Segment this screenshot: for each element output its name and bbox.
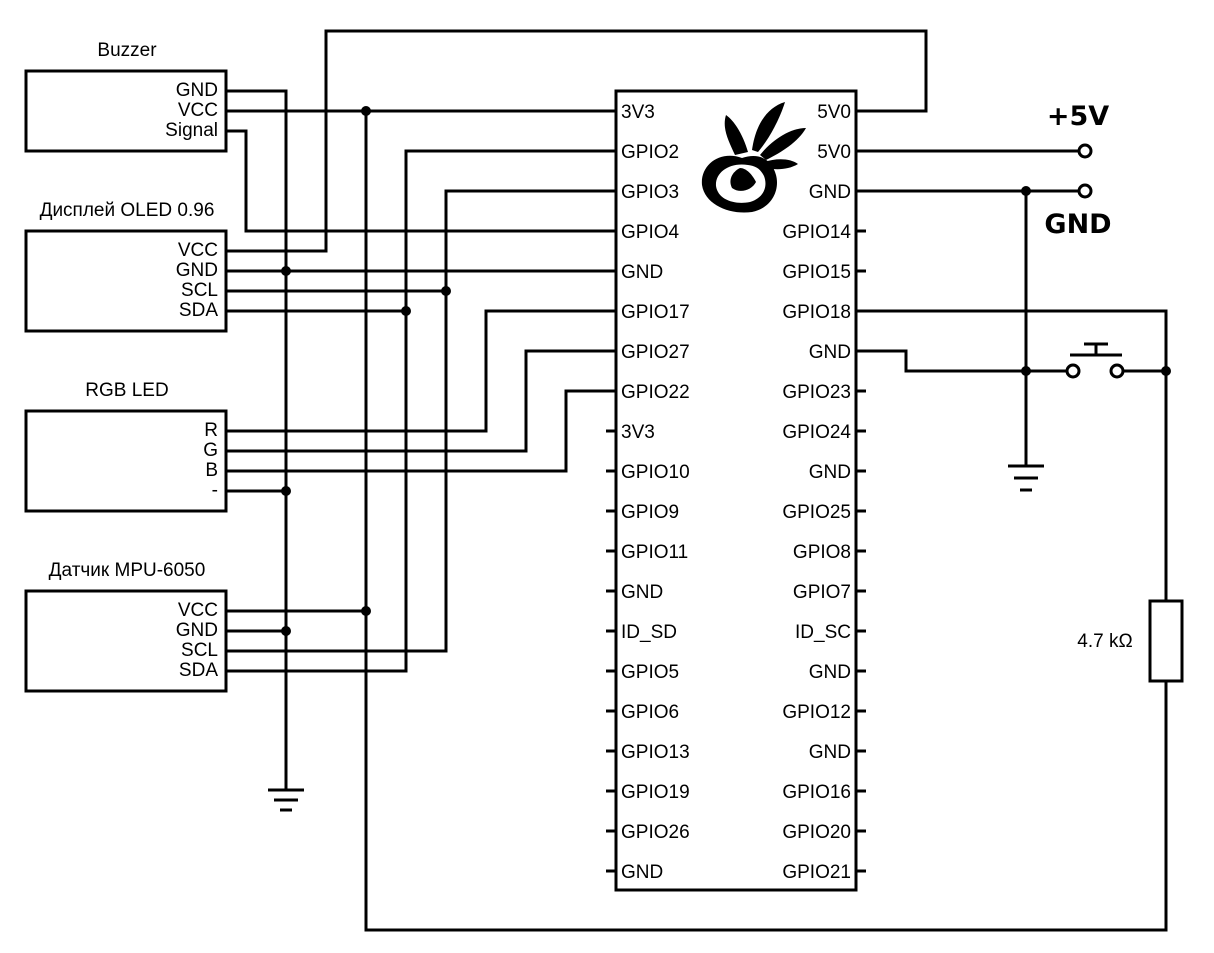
board-pin-right-label: GPIO18 <box>782 302 851 323</box>
rgb-title: RGB LED <box>85 380 168 401</box>
junction-dot <box>281 486 291 496</box>
resistor <box>1148 599 1184 683</box>
buzzer-title: Buzzer <box>97 40 157 61</box>
rgb-box <box>24 409 228 513</box>
junction-dot <box>1161 366 1171 376</box>
buzzer-module: Buzzer GND VCC Signal <box>24 40 228 153</box>
mpu-box <box>24 589 228 693</box>
oled-pin-scl: SCL <box>181 280 218 301</box>
board-pin-left-label: 3V3 <box>621 102 655 123</box>
board-pin-left-label: 3V3 <box>621 422 655 443</box>
rgb-pin-b: B <box>205 460 218 481</box>
mpu-pin-scl: SCL <box>181 640 218 661</box>
plus5v-terminal <box>1077 143 1093 159</box>
board-pin-right-label: GND <box>809 342 851 363</box>
junction-dot <box>361 106 371 116</box>
oled-box <box>24 229 228 333</box>
board-pin-left-label: GPIO27 <box>621 342 690 363</box>
junction-dot <box>281 626 291 636</box>
junction-dot <box>281 266 291 276</box>
rgb-pin-g: G <box>203 440 218 461</box>
board-pin-right-label: GPIO15 <box>782 262 851 283</box>
board-pin-left-label: GND <box>621 262 663 283</box>
board-pin-left-label: GPIO19 <box>621 782 690 803</box>
board-pin-left-label: GND <box>621 862 663 883</box>
junction-dot <box>361 606 371 616</box>
board-pin-right-label: 5V0 <box>817 142 851 163</box>
mpu-pin-sda: SDA <box>179 660 218 681</box>
resistor-label: 4.7 kΩ <box>1077 631 1132 652</box>
board-pin-right-label: GPIO7 <box>793 582 851 603</box>
rgb-led-module: RGB LED R G B - <box>24 380 228 513</box>
push-button-icon <box>1065 342 1125 379</box>
gnd-label: GND <box>1044 209 1111 240</box>
mpu-module: Датчик MPU-6050 VCC GND SCL SDA <box>24 560 228 693</box>
rgb-pin-minus: - <box>212 480 218 501</box>
board-pin-left-label: GPIO10 <box>621 462 690 483</box>
board-pin-right-label: GPIO14 <box>782 222 851 243</box>
board-pin-right-label: GND <box>809 662 851 683</box>
board-box <box>614 89 858 892</box>
board-pin-left-label: GPIO17 <box>621 302 690 323</box>
ground-icon <box>1008 464 1044 492</box>
board-pin-right-label: GPIO20 <box>782 822 851 843</box>
board-pin-right-label: GND <box>809 742 851 763</box>
oled-module: Дисплей OLED 0.96 VCC GND SCL SDA <box>24 200 228 333</box>
board-pin-left-label: GND <box>621 582 663 603</box>
board-pin-right-label: GPIO8 <box>793 542 851 563</box>
board-pin-right-label: GPIO23 <box>782 382 851 403</box>
board-pin-left-label: GPIO22 <box>621 382 690 403</box>
oled-title: Дисплей OLED 0.96 <box>40 200 215 221</box>
board-pin-right-label: GPIO12 <box>782 702 851 723</box>
buzzer-pin-signal: Signal <box>165 120 218 141</box>
oled-pin-vcc: VCC <box>178 240 218 261</box>
board-pin-left-label: GPIO4 <box>621 222 680 243</box>
board-pin-right-label: GND <box>809 462 851 483</box>
board-pin-right-label: GPIO16 <box>782 782 851 803</box>
junction-dot <box>401 306 411 316</box>
buzzer-pin-gnd: GND <box>176 80 218 101</box>
board-pin-left-label: GPIO2 <box>621 142 679 163</box>
board-pin-right-label: ID_SC <box>795 622 851 643</box>
raspberry-logo-icon <box>701 102 806 213</box>
board-pins: 3V3GPIO2GPIO3GPIO4GNDGPIO17GPIO27GPIO223… <box>606 102 866 883</box>
junction-dot <box>441 286 451 296</box>
board-pin-left-label: GPIO5 <box>621 662 679 683</box>
board-pin-left-label: GPIO26 <box>621 822 690 843</box>
board-pin-left-label: GPIO3 <box>621 182 679 203</box>
ground-icon <box>268 788 304 812</box>
junction-dot <box>1021 186 1031 196</box>
board-pin-left-label: GPIO11 <box>621 542 688 563</box>
board-pin-right-label: GPIO21 <box>782 862 851 883</box>
mpu-title: Датчик MPU-6050 <box>49 560 206 581</box>
oled-pin-gnd: GND <box>176 260 218 281</box>
board-pin-right-label: GPIO25 <box>782 502 851 523</box>
mpu-pin-vcc: VCC <box>178 600 218 621</box>
board-pin-left-label: ID_SD <box>621 622 677 643</box>
junctions <box>281 106 1171 636</box>
mpu-pin-gnd: GND <box>176 620 218 641</box>
rgb-pin-r: R <box>204 420 218 441</box>
board-pin-left-label: GPIO9 <box>621 502 679 523</box>
board-pin-right-label: GND <box>809 182 851 203</box>
plus5v-label: +5V <box>1047 101 1109 132</box>
buzzer-pin-vcc: VCC <box>178 100 218 121</box>
gnd-terminal <box>1077 183 1093 199</box>
board-pin-left-label: GPIO13 <box>621 742 690 763</box>
oled-pin-sda: SDA <box>179 300 218 321</box>
wires <box>226 29 1168 932</box>
junction-dot <box>1021 366 1031 376</box>
board-pin-right-label: 5V0 <box>817 102 851 123</box>
board-pin-right-label: GPIO24 <box>782 422 851 443</box>
board-pin-left-label: GPIO6 <box>621 702 679 723</box>
buzzer-box <box>24 69 228 153</box>
